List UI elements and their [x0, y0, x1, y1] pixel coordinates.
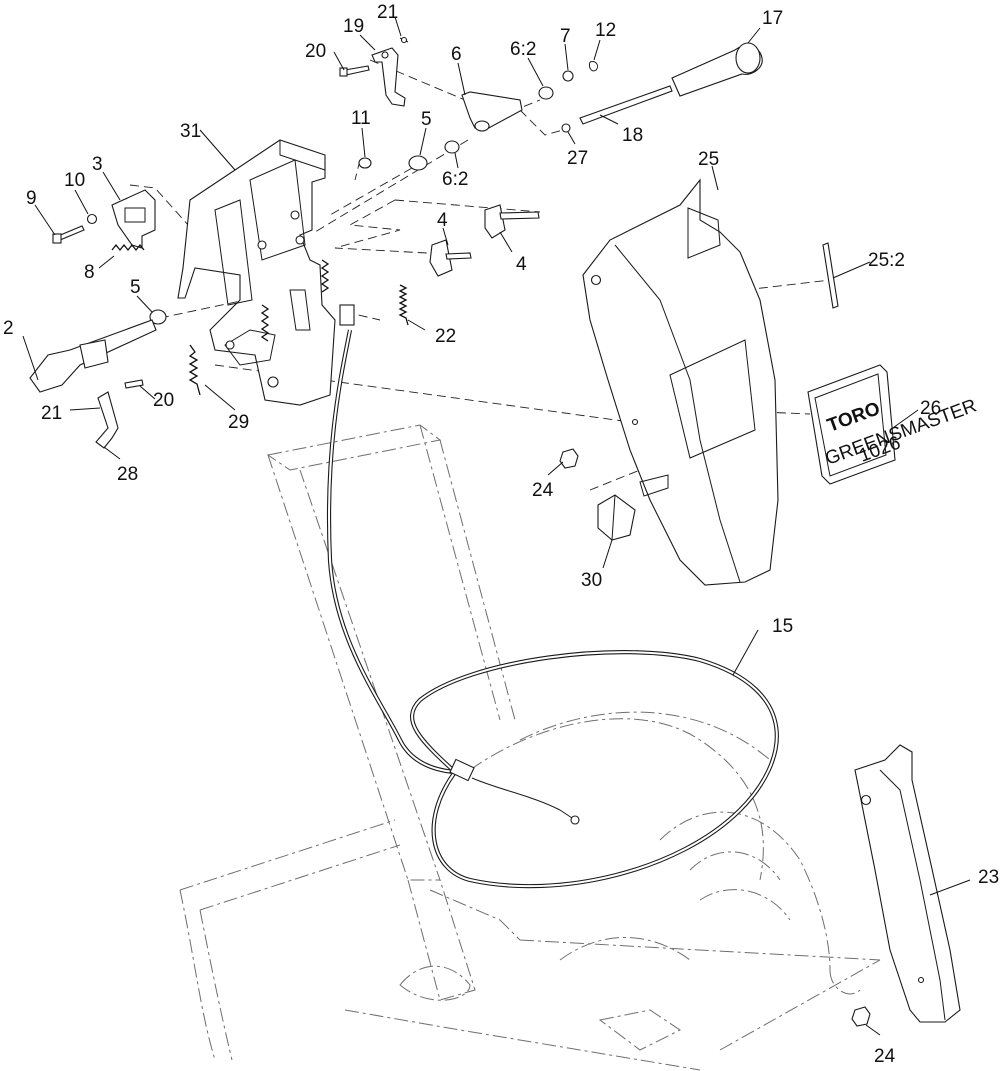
- callout-20b: 20: [153, 390, 174, 411]
- callout-30: 30: [581, 570, 602, 591]
- callout-4a: 4: [437, 210, 448, 231]
- upper-linkage: [339, 36, 763, 171]
- panel-23: [854, 744, 961, 1023]
- brackets-4-22: [398, 204, 540, 326]
- callout-12: 12: [595, 20, 616, 41]
- cover-25: [582, 178, 779, 586]
- callout-19: 19: [343, 16, 364, 37]
- left-linkage: [29, 189, 201, 449]
- callout-4b: 4: [516, 254, 527, 275]
- callout-20a: 20: [305, 41, 326, 62]
- callout-5b: 5: [130, 277, 141, 298]
- callout-10: 10: [64, 170, 85, 191]
- callout-6: 6: [451, 44, 462, 65]
- callout-17: 17: [762, 8, 783, 29]
- callout-9: 9: [26, 188, 37, 209]
- callout-11: 11: [351, 108, 371, 129]
- callout-31: 31: [180, 121, 201, 142]
- callout-3: 3: [92, 154, 103, 175]
- callout-6-2b: 6:2: [442, 169, 468, 190]
- nut-24-lower: [851, 1006, 871, 1027]
- callout-8: 8: [84, 262, 95, 283]
- callout-23: 23: [978, 867, 999, 888]
- callout-15: 15: [772, 616, 793, 637]
- callout-21b: 21: [41, 403, 62, 424]
- callout-22: 22: [435, 326, 456, 347]
- callout-28: 28: [117, 464, 138, 485]
- callout-5a: 5: [421, 109, 432, 130]
- decal-26: TORO GREENSMASTER 1026: [807, 364, 980, 485]
- switch-30: [597, 494, 636, 541]
- frame-phantom: [179, 424, 881, 1071]
- callout-6-2a: 6:2: [510, 39, 536, 60]
- callout-27: 27: [567, 148, 588, 169]
- callout-29: 29: [228, 412, 249, 433]
- pedestal-bracket-31: [177, 139, 336, 406]
- cable-15: [326, 304, 779, 889]
- callout-25-2: 25:2: [868, 250, 905, 271]
- callout-24a: 24: [532, 480, 554, 501]
- plate-25-2: [822, 242, 839, 309]
- callout-26: 26: [920, 398, 941, 419]
- leader-lines: [22, 16, 971, 1036]
- callout-7: 7: [560, 26, 571, 47]
- nut-24-upper: [559, 448, 579, 469]
- callout-2: 2: [3, 318, 14, 339]
- callout-25: 25: [698, 149, 719, 170]
- callout-labels: 2 3 4 4 5 5 6 6:2 6:2 7 8 9 10 11 12 15 …: [3, 2, 999, 1067]
- callout-21a: 21: [377, 2, 398, 23]
- callout-24b: 24: [874, 1046, 896, 1067]
- callout-18: 18: [622, 125, 643, 146]
